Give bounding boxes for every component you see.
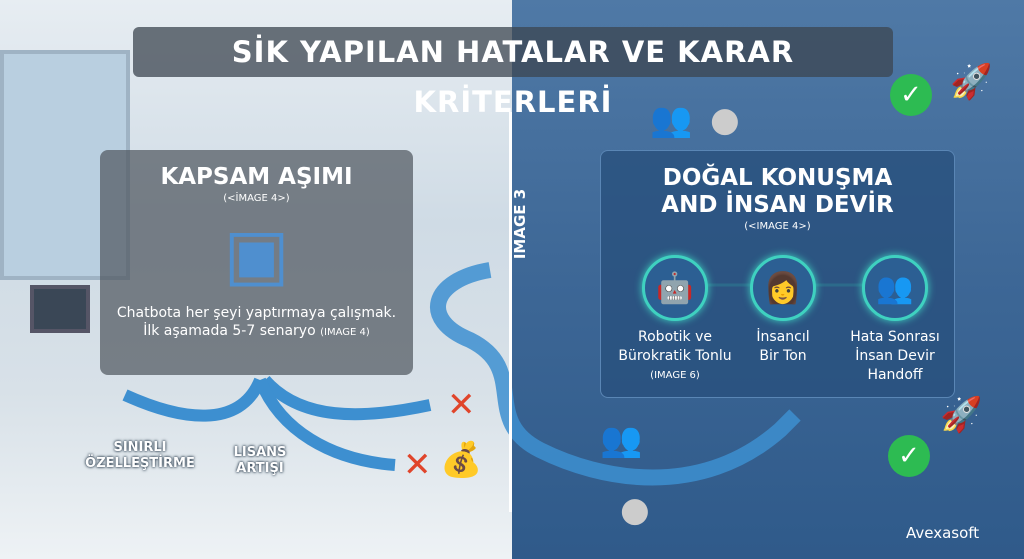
- arrow-customization: [122, 377, 266, 422]
- nc-subtitle: (<IMAGE 4>): [744, 221, 811, 232]
- check-icon: ✓: [890, 74, 932, 116]
- license-label: LISANS ARTIŞI: [233, 445, 287, 476]
- scope-subtitle: (<İMAGE 4>): [223, 193, 290, 204]
- scope-heading: KAPSAM AŞIMI: [160, 164, 353, 190]
- rocket-icon: 🚀: [950, 62, 993, 102]
- step-label: İnsancıl: [756, 329, 810, 345]
- money-bag-icon: 💰: [440, 440, 483, 480]
- check-icon: ✓: [888, 435, 930, 477]
- arrow-license: [254, 377, 396, 471]
- nc-heading-line2: AND İNSAN DEVİR: [661, 192, 894, 218]
- scope-panel: KAPSAM AŞIMI (<İMAGE 4>) ▣ Chatbota her …: [100, 150, 413, 375]
- monitor: [30, 285, 90, 333]
- step-label: Handoff: [867, 367, 923, 383]
- arrow-error: [260, 375, 432, 421]
- error-x-icon: ✕: [403, 445, 432, 485]
- handoff-icon: 👥: [862, 255, 928, 321]
- nc-heading-line1: DOĞAL KONUŞMA: [662, 165, 893, 191]
- crumpled-paper-icon: ●: [620, 490, 650, 530]
- avexasoft-logo: Avexasoft: [906, 524, 980, 542]
- broken-block-icon: ▣: [223, 213, 290, 295]
- divider-line: [509, 112, 512, 512]
- page-title: SİK YAPILAN HATALAR VE KARAR KRİTERLERİ: [133, 27, 893, 119]
- customization-label: SINIRLI ÖZELLEŞTİRME: [85, 440, 195, 471]
- team-icon: 👥: [600, 420, 643, 460]
- rocket-icon: 🚀: [940, 395, 983, 435]
- person-icon: 👩: [750, 255, 816, 321]
- team-icon: 👥: [650, 100, 693, 140]
- error-x-icon: ✕: [447, 385, 476, 425]
- step-label: Hata Sonrası: [850, 329, 940, 345]
- scope-desc-line2: İlk aşamada 5-7 senaryo: [143, 323, 316, 339]
- step-label: Bürokratik Tonlu: [618, 348, 732, 364]
- scope-desc-tag: (IMAGE 4): [320, 327, 370, 338]
- divider-label: IMAGE 3: [511, 188, 529, 260]
- step-tag: (IMAGE 6): [650, 370, 700, 381]
- scope-desc-line1: Chatbota her şeyi yaptırmaya çalışmak.: [116, 305, 397, 321]
- step-label: Robotik ve: [638, 329, 712, 345]
- crumpled-paper-icon: ●: [710, 100, 740, 140]
- step-label: Bir Ton: [759, 348, 807, 364]
- robot-icon: 🤖: [642, 255, 708, 321]
- step-label: İnsan Devir: [855, 348, 935, 364]
- step-robotic: Robotik ve Bürokratik Tonlu (IMAGE 6): [610, 328, 740, 385]
- winding-path: [430, 262, 801, 486]
